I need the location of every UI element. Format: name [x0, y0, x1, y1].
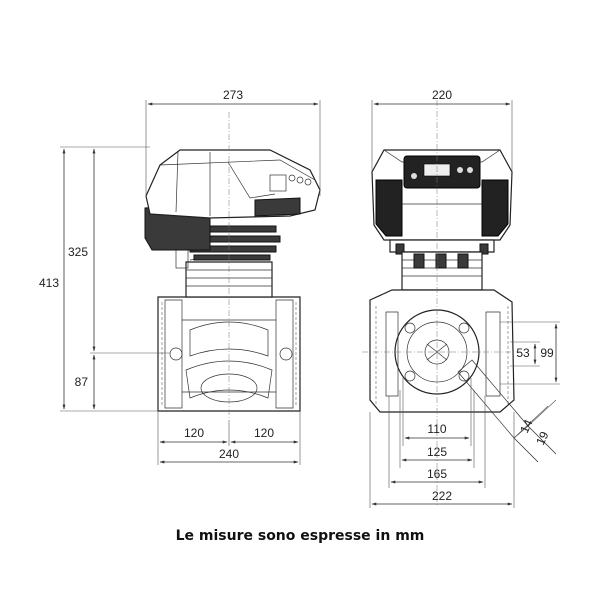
front-dimensions	[60, 100, 321, 465]
dim-side-total-width: 220	[432, 88, 452, 102]
dim-half-width-right: 120	[254, 426, 274, 440]
cooling-fins	[189, 225, 281, 261]
dim-hole-99: 99	[540, 346, 554, 360]
dim-height-axis: 87	[75, 375, 89, 389]
dim-total-height: 413	[39, 276, 59, 290]
front-view	[144, 112, 321, 420]
side-view	[362, 100, 529, 505]
dim-flange-110: 110	[427, 422, 446, 436]
side-dimensions	[369, 100, 560, 508]
dim-height-motor: 325	[68, 245, 88, 259]
dim-angle-14: 14	[517, 417, 535, 435]
dim-flange-165: 165	[427, 467, 447, 481]
dim-half-width-left: 120	[184, 426, 204, 440]
dim-hole-53: 53	[516, 346, 530, 360]
dim-front-total-width: 273	[223, 88, 243, 102]
dim-angle-19: 19	[533, 429, 551, 447]
dim-flange-125: 125	[427, 445, 447, 459]
dim-flange-total: 240	[219, 447, 239, 461]
measurement-unit-caption: Le misure sono espresse in mm	[175, 528, 425, 544]
control-panel	[403, 155, 481, 189]
dim-side-base: 222	[432, 489, 452, 503]
